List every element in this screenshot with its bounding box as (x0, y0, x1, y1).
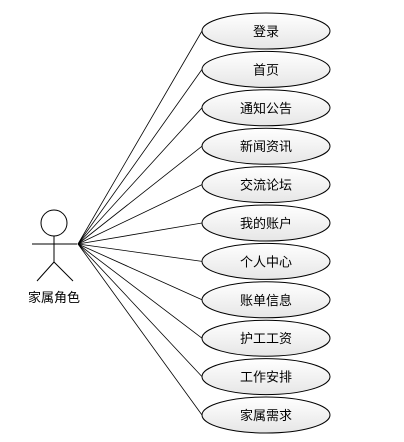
association-line (77, 222, 203, 245)
use-case[interactable]: 工作安排 (201, 358, 331, 396)
use-case[interactable]: 护工工资 (201, 319, 331, 357)
use-case[interactable]: 账单信息 (201, 281, 331, 319)
use-case[interactable]: 登录 (201, 12, 331, 50)
use-case[interactable]: 家属需求 (201, 396, 331, 434)
use-case-ellipse (201, 396, 331, 434)
use-case-label: 新闻资讯 (240, 139, 292, 155)
use-case-label: 交流论坛 (240, 178, 292, 194)
use-case-ellipse (201, 50, 331, 88)
actor-left-leg (36, 261, 55, 282)
association-lines (77, 30, 203, 416)
use-case-label: 首页 (253, 63, 279, 78)
association-line (77, 243, 203, 339)
use-case-ellipse (201, 12, 331, 50)
use-case[interactable]: 首页 (201, 50, 331, 88)
association-line (77, 243, 203, 262)
use-case-ellipse (201, 204, 331, 242)
association-line (77, 69, 203, 245)
association-line (77, 243, 203, 416)
use-case-ellipse (201, 89, 331, 127)
association-line (77, 243, 203, 301)
actor-label: 家属角色 (28, 290, 80, 306)
use-case-label: 登录 (253, 25, 279, 40)
use-case-label: 家属需求 (240, 408, 292, 424)
association-line (77, 184, 203, 245)
use-case[interactable]: 通知公告 (201, 89, 331, 127)
association-line (77, 243, 203, 377)
use-case-ellipse (201, 358, 331, 396)
actor-right-leg (53, 261, 74, 282)
use-case-label: 通知公告 (240, 101, 292, 117)
association-line (77, 107, 203, 245)
use-case-label: 账单信息 (240, 293, 292, 309)
use-case-label: 我的账户 (240, 216, 292, 232)
use-case-label: 工作安排 (240, 371, 292, 386)
actor-head (40, 209, 68, 237)
association-line (77, 145, 203, 245)
use-case-label: 个人中心 (240, 255, 292, 270)
use-case-ellipse (201, 242, 331, 280)
use-case[interactable]: 我的账户 (201, 204, 331, 242)
use-case-ellipse (201, 166, 331, 204)
use-case[interactable]: 新闻资讯 (201, 127, 331, 165)
use-case[interactable]: 交流论坛 (201, 166, 331, 204)
use-case[interactable]: 个人中心 (201, 242, 331, 280)
use-case-ellipse (201, 127, 331, 165)
use-case-label: 护工工资 (240, 332, 292, 347)
association-line (77, 30, 203, 245)
use-case-ellipse (201, 281, 331, 319)
use-case-ellipse (201, 319, 331, 357)
actor-figure: 家属角色 (28, 209, 80, 306)
